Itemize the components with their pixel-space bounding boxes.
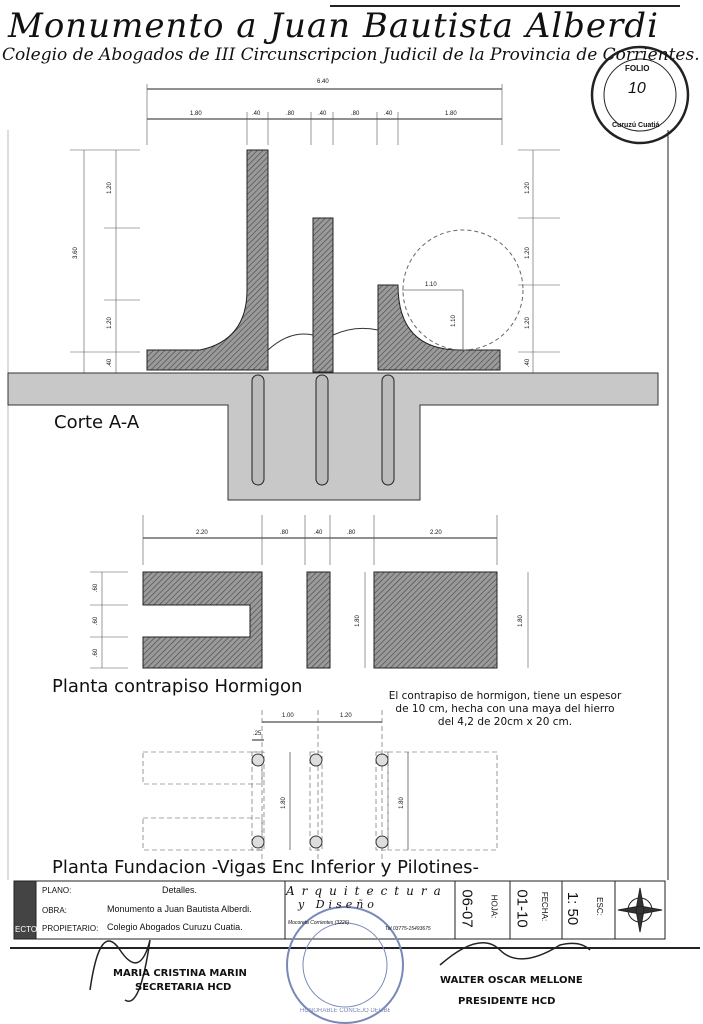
dim: .80 <box>286 111 295 117</box>
dim: .60 <box>93 583 100 593</box>
dim: 1.20 <box>106 317 113 329</box>
dim: .40 <box>525 358 532 368</box>
dim: .80 <box>280 530 289 536</box>
plano-value: Detalles. <box>162 885 198 895</box>
document-title: Monumento a Juan Bautista Alberdi <box>8 6 659 46</box>
dim: 2.20 <box>430 530 442 536</box>
signer-left-name: MARIA CRISTINA MARIN <box>113 968 247 979</box>
side-tag: ECTO <box>15 925 38 934</box>
firm-name: Arquitectura <box>286 884 448 898</box>
hoja-label: HOJA: <box>489 894 499 919</box>
dim: .60 <box>93 648 100 658</box>
document-subtitle: Colegio de Abogados de III Circunscripci… <box>2 45 700 65</box>
fecha-value: 01-10 <box>513 889 531 928</box>
signer-left-role: SECRETARIA HCD <box>135 982 232 993</box>
note-line: de 10 cm, hecha con una maya del hierro <box>395 703 615 715</box>
dim: .40 <box>318 111 327 117</box>
section-title-corte: Corte A-A <box>54 412 140 433</box>
dim: 1.80 <box>445 111 457 117</box>
dim: .40 <box>107 358 114 368</box>
dim: 1.80 <box>398 797 405 809</box>
dim: 1.20 <box>524 182 531 194</box>
section-title-contrapiso: Planta contrapiso Hormigon <box>52 676 303 697</box>
dim: 1.20 <box>106 182 113 194</box>
stamp-number: 10 <box>628 80 646 97</box>
dim: 1.80 <box>190 111 202 117</box>
hoja-value: 06-07 <box>458 889 476 928</box>
dim-radius-h: 1.10 <box>425 282 437 288</box>
dim-left-total: 3.60 <box>72 247 79 259</box>
dim: .80 <box>351 111 360 117</box>
dim-total: 6.40 <box>317 79 329 85</box>
contrapiso-note: El contrapiso de hormigon, tiene un espe… <box>385 690 625 729</box>
propietario-label: PROPIETARIO: <box>42 924 99 933</box>
escala-value: 1: 50 <box>564 891 582 926</box>
dim: .40 <box>314 530 323 536</box>
fecha-label: FECHA: <box>540 891 550 922</box>
dim: 1.20 <box>524 317 531 329</box>
note-line: del 4,2 de 20cm x 20 cm. <box>437 716 573 728</box>
stamp-place: Curuzú Cuatiá <box>612 122 660 129</box>
firm-contact: Tel 03775-15493675 <box>385 926 431 932</box>
dim: 1.80 <box>354 615 361 627</box>
stamp-label: FOLIO <box>625 64 650 73</box>
signer-right-name: WALTER OSCAR MELLONE <box>440 975 583 986</box>
dim: 1.00 <box>282 713 294 719</box>
dim: .80 <box>347 530 356 536</box>
propietario-value: Colegio Abogados Curuzu Cuatia. <box>107 922 243 932</box>
council-seal: HONORABLE CONCEJO DELIBERANTE - Curuzú C… <box>300 1008 390 1014</box>
dim: 1.80 <box>517 615 524 627</box>
firm-name-2: y Diseño <box>298 898 378 911</box>
note-line: El contrapiso de hormigon, tiene un espe… <box>388 690 622 702</box>
dim: .40 <box>384 111 393 117</box>
obra-label: OBRA: <box>42 906 67 915</box>
dim: 1.80 <box>280 797 287 809</box>
section-title-fundacion: Planta Fundacion -Vigas Enc Inferior y P… <box>52 857 480 878</box>
dim: 1.20 <box>340 713 352 719</box>
plano-label: PLANO: <box>42 886 72 895</box>
dim-radius-v: 1.10 <box>450 315 457 327</box>
firm-city: Mocoreta Corrientes (3226) <box>288 920 350 926</box>
dim: 1.20 <box>524 247 531 259</box>
dim: 2.20 <box>196 530 208 536</box>
dim: .25 <box>253 731 262 737</box>
escala-label: ESC: <box>594 897 604 916</box>
dim: .60 <box>93 616 100 626</box>
obra-value: Monumento a Juan Bautista Alberdi. <box>107 904 252 914</box>
signer-right-role: PRESIDENTE HCD <box>458 996 556 1007</box>
dim: .40 <box>252 111 261 117</box>
